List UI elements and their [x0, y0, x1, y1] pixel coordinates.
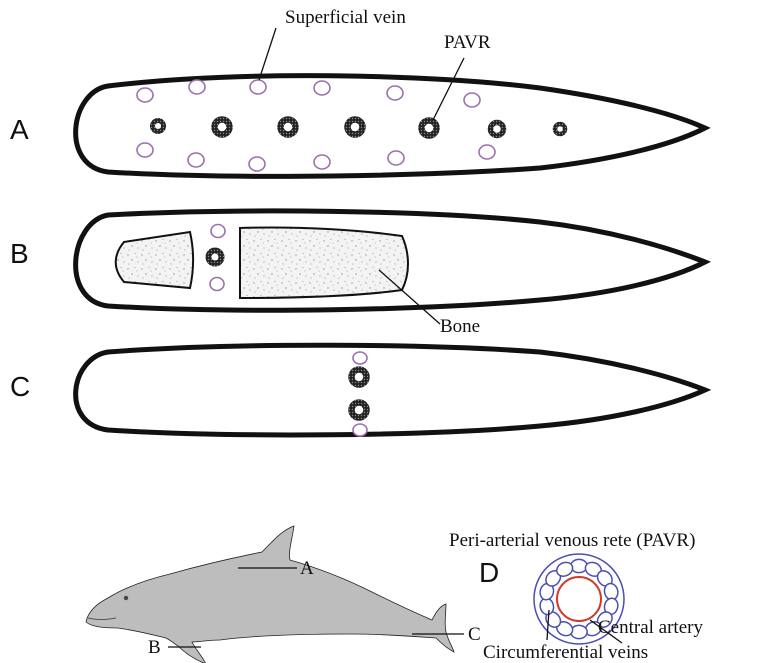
pavr-ring — [491, 123, 504, 136]
bone-label: Bone — [440, 316, 480, 337]
superficial-vein — [388, 151, 404, 165]
panel-label-d: D — [479, 557, 499, 588]
central-artery — [557, 577, 601, 621]
pavr-ring — [352, 403, 367, 418]
superficial-vein — [353, 424, 367, 436]
superficial-vein — [479, 145, 495, 159]
circumferential-vein — [571, 625, 587, 638]
superficial-vein — [249, 157, 265, 171]
central-artery-label: Central artery — [598, 617, 703, 638]
dolphin-label-a: A — [300, 558, 314, 579]
pavr-ring — [352, 370, 367, 385]
panel-b-cross-section: Bone — [76, 211, 705, 337]
dolphin-eye — [124, 596, 128, 600]
pavr-full-label: Peri-arterial venous rete (PAVR) — [449, 530, 695, 551]
dolphin-silhouette: A B C — [86, 526, 481, 663]
panel-label-b: B — [10, 238, 29, 269]
dolphin-label-c: C — [468, 624, 481, 645]
superficial-vein — [314, 155, 330, 169]
panel-c-cross-section — [76, 345, 705, 436]
pavr-label: PAVR — [444, 32, 491, 53]
panel-a-cross-section: Superficial vein PAVR — [76, 7, 705, 176]
superficial-vein — [137, 143, 153, 157]
superficial-vein-leader — [259, 28, 276, 80]
fluke-c-outline — [76, 345, 705, 435]
pavr-ring — [555, 124, 565, 134]
superficial-vein-label: Superficial vein — [285, 7, 406, 28]
pavr-ring — [422, 121, 437, 136]
superficial-vein — [210, 278, 224, 291]
pavr-ring — [153, 121, 164, 132]
panel-d-pavr-detail: Peri-arterial venous rete (PAVR) Central… — [449, 530, 703, 663]
superficial-vein — [250, 80, 266, 94]
pavr-ring — [215, 120, 230, 135]
superficial-vein — [464, 93, 480, 107]
superficial-vein — [188, 153, 204, 167]
panel-label-c: C — [10, 371, 30, 402]
superficial-vein — [387, 86, 403, 100]
superficial-vein — [189, 80, 205, 94]
circumferential-veins-label: Circumferential veins — [483, 642, 648, 663]
dolphin-label-b: B — [148, 637, 161, 658]
pavr-ring — [281, 120, 296, 135]
panel-label-a: A — [10, 114, 29, 145]
superficial-vein — [314, 81, 330, 95]
superficial-vein — [353, 352, 367, 364]
superficial-vein — [137, 88, 153, 102]
superficial-vein — [211, 225, 225, 238]
bone-element-large — [240, 227, 408, 298]
pavr-ring — [348, 120, 363, 135]
dolphin-body — [86, 526, 454, 663]
pavr-ring — [209, 251, 222, 264]
circumferential-vein — [571, 559, 587, 572]
